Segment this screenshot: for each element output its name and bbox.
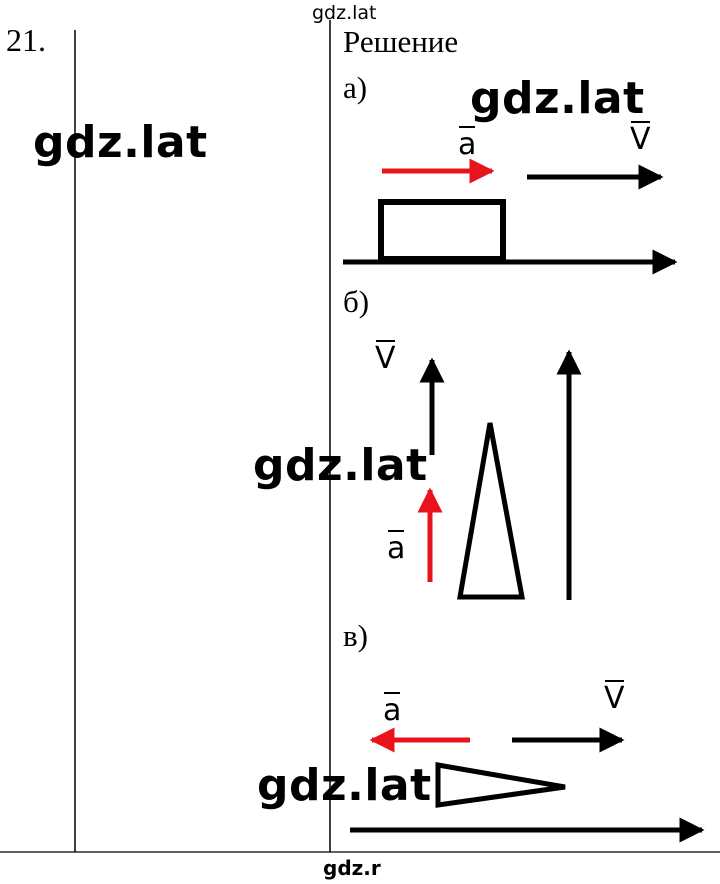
watermark-middle: gdz.lat — [253, 440, 428, 491]
part-label-a: а) — [343, 70, 368, 105]
acceleration-label-a: a — [458, 126, 477, 162]
rocket-body-b — [457, 422, 526, 600]
watermark-top: gdz.lat — [312, 2, 377, 24]
watermark-part-a: gdz.lat — [470, 73, 645, 124]
solution-heading: Решение — [343, 24, 459, 59]
velocity-label-c: V — [604, 680, 625, 716]
acceleration-label-c: a — [383, 692, 402, 728]
problem-number: 21. — [6, 22, 46, 58]
velocity-label-a: V — [630, 121, 651, 157]
watermark-bottom: gdz.lat — [257, 760, 432, 811]
watermark-footer: gdz.r — [323, 856, 381, 880]
block-body-a — [378, 199, 506, 262]
acceleration-label-b: a — [387, 530, 406, 566]
rocket-body-c — [435, 762, 566, 808]
part-label-c: в) — [343, 618, 368, 653]
watermark-left: gdz.lat — [33, 117, 208, 168]
part-label-b: б) — [343, 284, 370, 319]
velocity-label-b: V — [375, 340, 396, 376]
